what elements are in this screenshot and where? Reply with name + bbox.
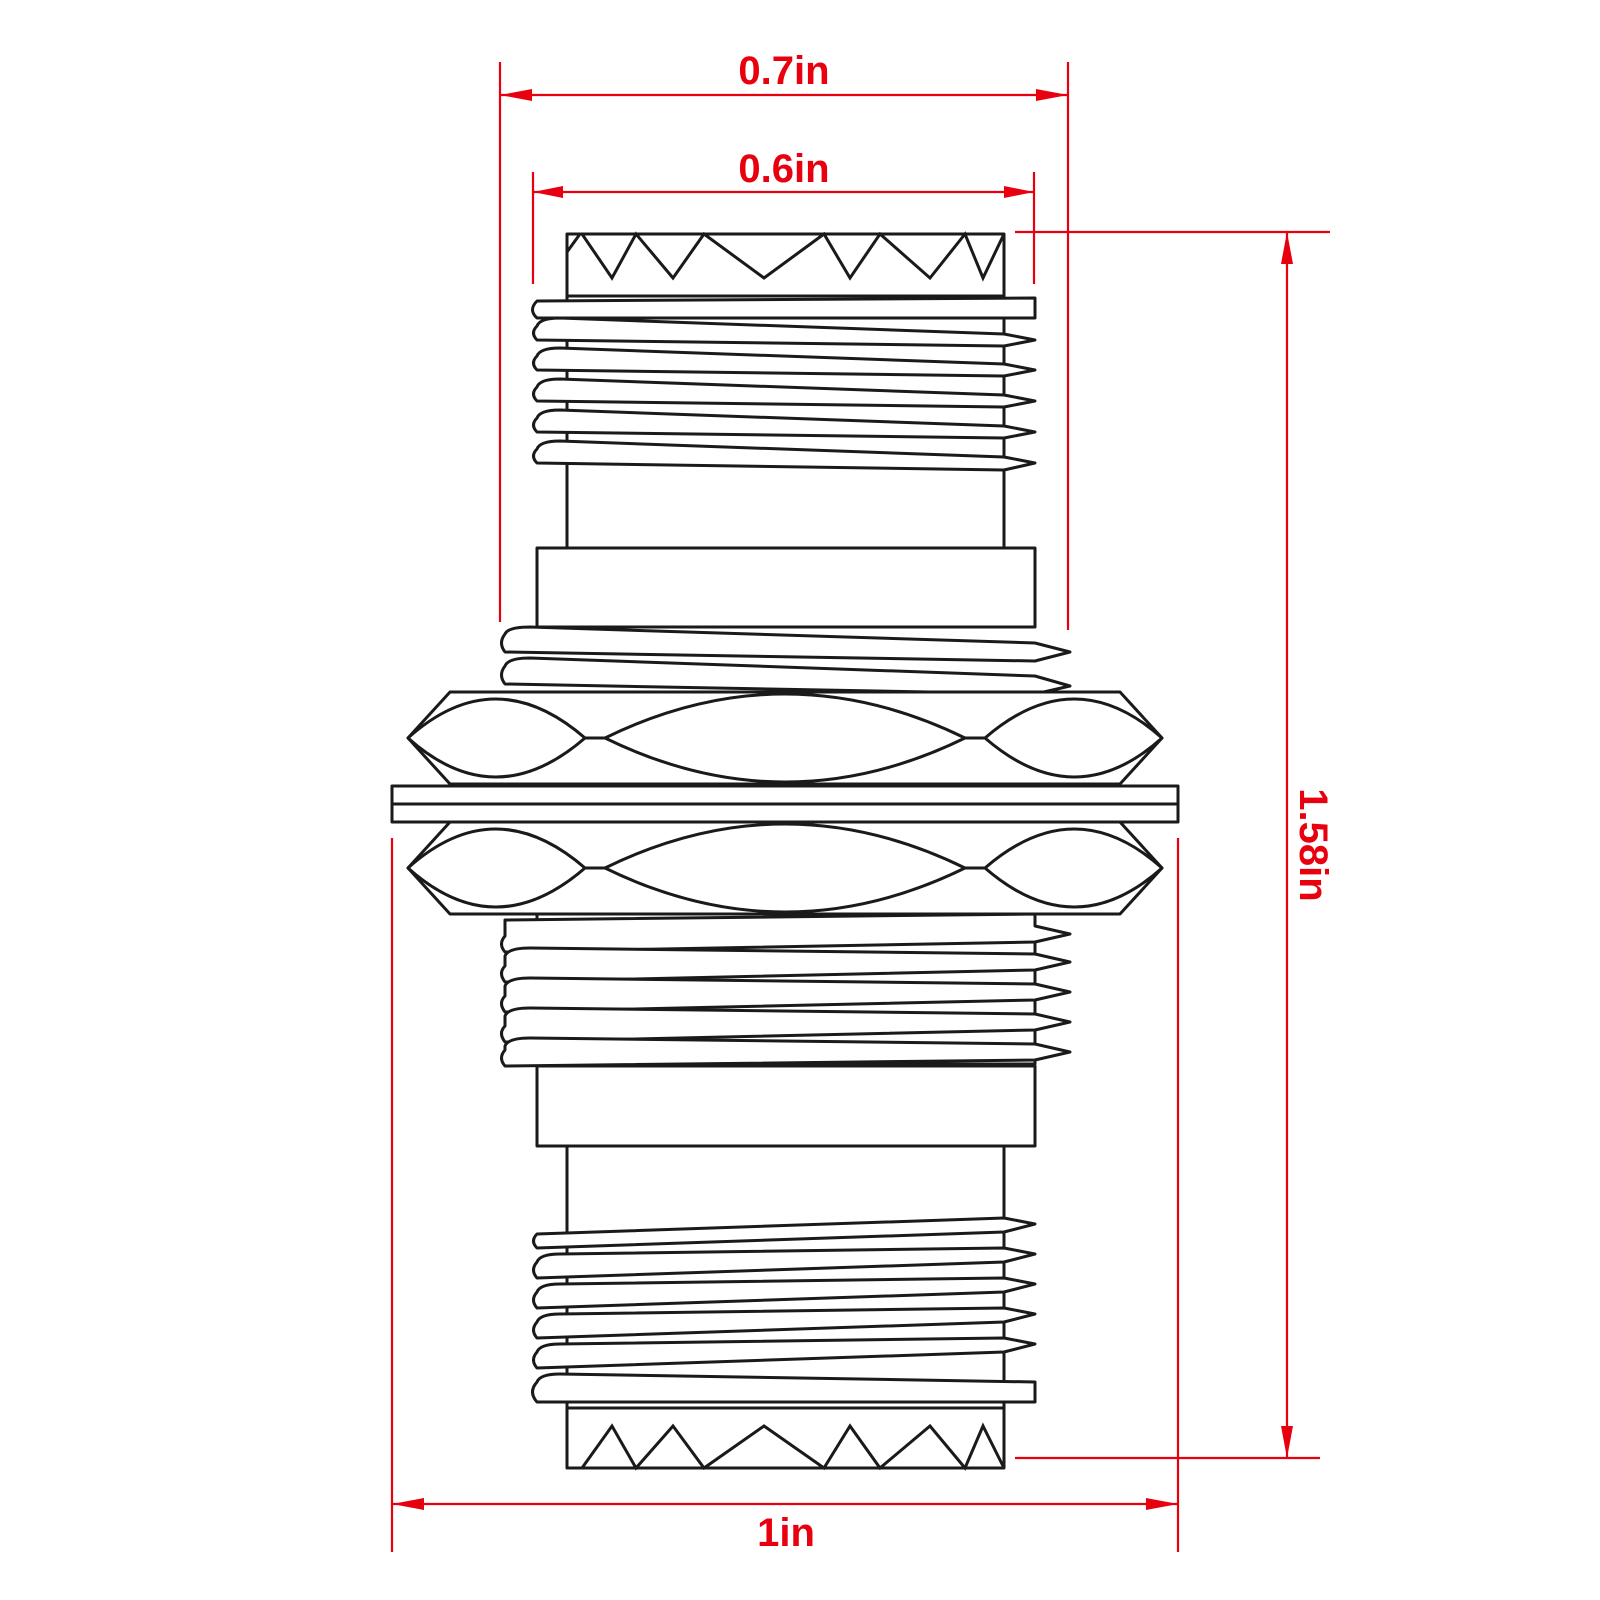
dimension-height: 1.58in — [1015, 230, 1335, 1460]
bottom-thread-crests — [531, 1216, 1037, 1404]
flange-width-label: 1in — [757, 1511, 815, 1555]
dimension-inner-width: 0.6in — [531, 147, 1036, 284]
lower-hex-nut — [406, 820, 1164, 916]
upper-body-thread — [500, 625, 1072, 696]
inner-width-label: 0.6in — [738, 147, 829, 191]
top-thread-crests — [531, 296, 1037, 472]
top-knurl-cap — [565, 231, 1006, 298]
bottom-collar — [535, 1064, 1037, 1148]
bottom-thread — [531, 1144, 1037, 1410]
bottom-knurl-cap — [565, 1406, 1006, 1471]
lower-body-thread — [500, 912, 1072, 1068]
height-label: 1.58in — [1291, 788, 1335, 901]
outer-width-label: 0.7in — [738, 49, 829, 93]
connector-body — [390, 231, 1180, 1471]
dimension-flange-width: 1in — [390, 838, 1180, 1555]
dimension-outer-width: 0.7in — [498, 49, 1070, 630]
top-thread — [531, 294, 1037, 550]
dimension-annotations: 0.7in 0.6in 1.58in 1in — [390, 49, 1335, 1555]
top-collar — [535, 546, 1037, 629]
mounting-flange — [390, 784, 1180, 824]
upper-hex-nut — [406, 690, 1164, 786]
